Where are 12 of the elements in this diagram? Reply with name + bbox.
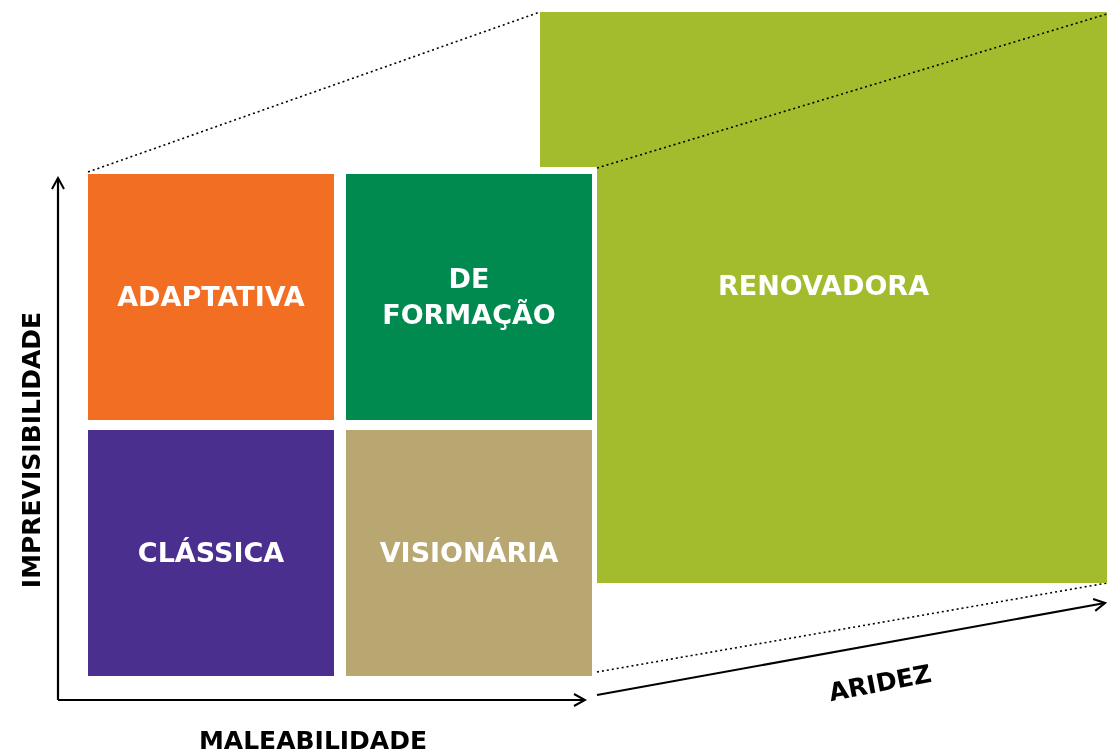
quadrant-box [88, 174, 334, 420]
quadrant-label: CLÁSSICA [137, 535, 285, 570]
axis-label: ARIDEZ [826, 658, 934, 708]
quadrant-box [88, 430, 334, 676]
quadrant-label: DE FORMAÇÃO [381, 261, 557, 332]
quadrant-label: VISIONÁRIA [379, 535, 559, 570]
axis-label: IMPREVISIBILIDADE [16, 311, 46, 589]
axis-label: MALEABILIDADE [198, 725, 428, 753]
quadrant-box [346, 174, 592, 420]
quadrant-label: RENOVADORA [717, 269, 930, 303]
quadrant-box [346, 430, 592, 676]
quadrant-label: ADAPTATIVA [117, 279, 305, 314]
